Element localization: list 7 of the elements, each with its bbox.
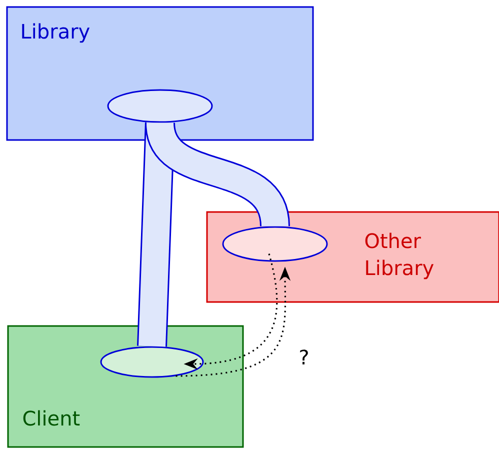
tube [137,122,175,347]
box: Library [6,6,314,141]
blob-shape [222,226,328,262]
tube [145,120,290,228]
blob-shape [100,346,204,378]
edge-label: ? [300,350,308,364]
blob-shape [107,89,213,123]
